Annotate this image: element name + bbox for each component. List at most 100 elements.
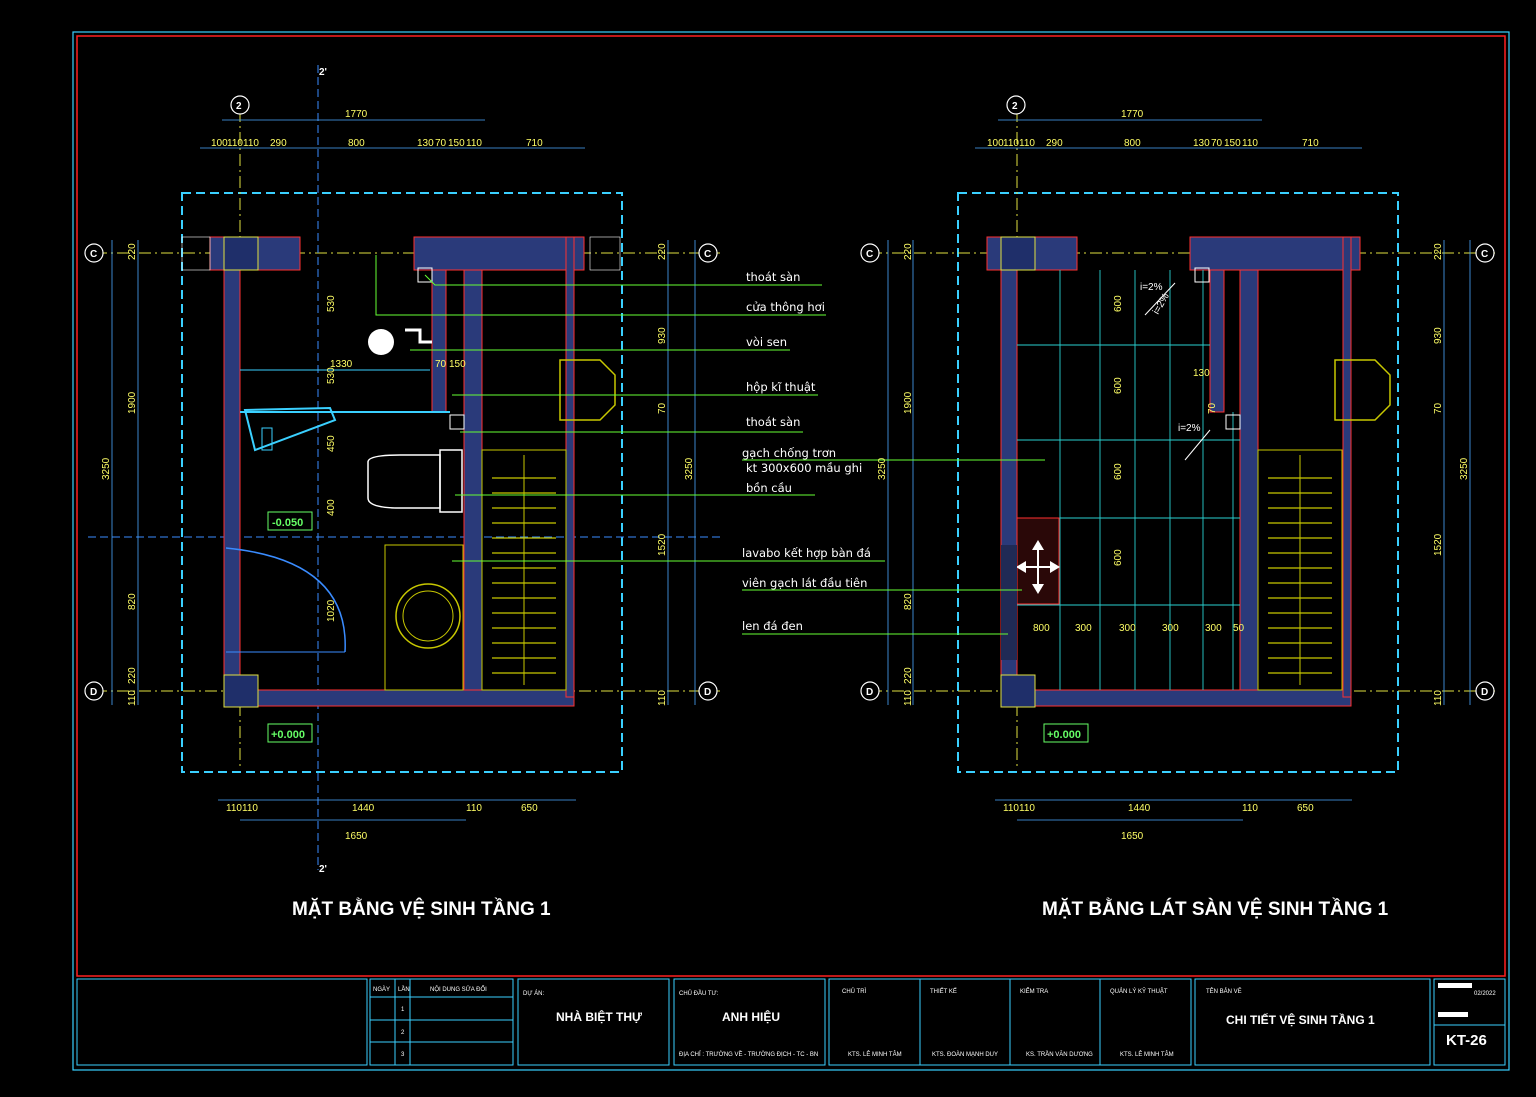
dim-top-left-2: 110 xyxy=(243,138,259,149)
dim-bottom-left-0: 110 xyxy=(226,803,242,814)
axis-2-left: 2 xyxy=(236,101,242,112)
floor-dim-h-2: 300 xyxy=(1119,623,1136,634)
tb-name-0: KTS. LÊ MINH TÂM xyxy=(848,1050,902,1058)
dim-bottom-right-0: 110 xyxy=(1003,803,1019,814)
axis-d-1: D xyxy=(90,687,97,698)
dim-inner-1: 1330 xyxy=(330,359,353,370)
dim-right-4: 1520 xyxy=(657,533,668,556)
axis-bubbles xyxy=(84,95,1495,701)
callout-floor-drain-1: thoát sàn xyxy=(746,270,800,284)
dim-top-left-3: 290 xyxy=(270,138,287,149)
dim-r-left-1: 1900 xyxy=(903,391,914,414)
dim-r-right-1: 930 xyxy=(1433,327,1444,344)
dim-top-left-4: 800 xyxy=(348,138,365,149)
tb-project-label: DỰ ÁN: xyxy=(523,990,544,997)
tb-rev-content-header: NỘI DUNG SỬA ĐỔI xyxy=(430,986,487,993)
dim-top-right-0: 100 xyxy=(987,138,1004,149)
dim-left-5: 110 xyxy=(127,690,138,706)
floor-dim-h-5: 50 xyxy=(1233,623,1245,634)
dim-r-right-0: 220 xyxy=(1433,243,1444,260)
dim-bottom-left-4: 650 xyxy=(521,803,538,814)
dim-bottom-left-total: 1650 xyxy=(345,831,368,842)
floor-dim-h-3: 300 xyxy=(1162,623,1179,634)
tb-date: 02/2022 xyxy=(1474,991,1496,997)
dim-top-left-6: 70 xyxy=(435,138,447,149)
dim-top-right-6: 70 xyxy=(1211,138,1223,149)
dim-inner-2: 530 xyxy=(326,367,337,384)
tb-owner-label: CHỦ ĐẦU TƯ: xyxy=(679,990,719,997)
tb-rev-date-header: NGÀY xyxy=(373,986,390,993)
tb-rev-row-1: 1 xyxy=(401,1007,405,1013)
dim-r-right-3: 3250 xyxy=(1459,457,1470,480)
dim-top-left-8: 110 xyxy=(466,138,482,149)
callout-anti-slip-tile: gạch chống trơn xyxy=(742,446,836,460)
dim-top-left-7: 150 xyxy=(448,138,465,149)
dim-left-1: 1900 xyxy=(127,391,138,414)
dim-top-total-right: 1770 xyxy=(1121,109,1144,120)
floor-dim-v-0: 600 xyxy=(1113,295,1124,312)
tb-sheet-title: CHI TIẾT VỆ SINH TẦNG 1 xyxy=(1226,1012,1375,1027)
tb-rev-row-3: 3 xyxy=(401,1052,405,1058)
dim-inner-small-0: 70 xyxy=(435,359,447,370)
dim-r-left-0: 220 xyxy=(903,243,914,260)
dim-bottom-right-3: 110 xyxy=(1242,803,1258,814)
section-mark-bottom: 2' xyxy=(319,864,327,875)
callout-floor-drain-2: thoát sàn xyxy=(746,415,800,429)
axis-d-3: D xyxy=(866,687,873,698)
tb-owner: ANH HIỆU xyxy=(722,1009,780,1024)
dim-right-2: 70 xyxy=(657,402,668,414)
slope-label-2: i=2% xyxy=(1178,423,1201,434)
callout-tile-size: kt 300x600 mầu ghi xyxy=(746,461,862,475)
dim-top-left-5: 130 xyxy=(417,138,434,149)
floor-dim-h-0: 800 xyxy=(1033,623,1050,634)
dim-r-right-5: 110 xyxy=(1433,690,1444,706)
section-mark-top: 2' xyxy=(319,67,327,78)
tb-rev-row-2: 2 xyxy=(401,1030,405,1036)
dim-r-left-4: 220 xyxy=(903,667,914,684)
axis-c-1: C xyxy=(90,249,97,260)
title-block-lines xyxy=(76,978,1506,1066)
dim-inner-0: 530 xyxy=(326,295,337,312)
level-minus: -0.050 xyxy=(272,517,303,529)
callout-shower: vòi sen xyxy=(746,335,787,349)
left-plan-title: MẶT BẰNG VỆ SINH TẦNG 1 xyxy=(292,898,551,920)
callout-first-tile: viên gạch lát đầu tiên xyxy=(742,576,867,590)
dim-top-total-left: 1770 xyxy=(345,109,368,120)
dim-bottom-left-3: 110 xyxy=(466,803,482,814)
axis-d-2: D xyxy=(704,687,711,698)
right-plan-title: MẶT BẰNG LÁT SÀN VỆ SINH TẦNG 1 xyxy=(1042,898,1389,920)
axis-c-3: C xyxy=(866,249,873,260)
callout-toilet: bồn cầu xyxy=(746,481,792,495)
tb-name-1: KTS. ĐOÀN MẠNH DUY xyxy=(932,1051,998,1058)
callout-lavabo: lavabo kết hợp bàn đá xyxy=(742,546,871,560)
dim-right-3: 3250 xyxy=(684,457,695,480)
floor-dim-h-4: 300 xyxy=(1205,623,1222,634)
dim-right-0: 220 xyxy=(657,243,668,260)
dim-r-left-3: 820 xyxy=(903,593,914,610)
dim-left-0: 220 xyxy=(127,243,138,260)
floor-dim-misc-1: 70 xyxy=(1207,402,1218,414)
dim-top-left-1: 110 xyxy=(227,138,243,149)
dim-inner-3: 450 xyxy=(326,435,337,452)
slope-label-0: i=2% xyxy=(1140,282,1163,293)
callout-vent-door: cửa thông hơi xyxy=(746,300,825,314)
dim-top-left-0: 100 xyxy=(211,138,228,149)
tb-sheet-no: KT-26 xyxy=(1446,1032,1487,1049)
floor-dim-v-3: 600 xyxy=(1113,549,1124,566)
dim-top-right-4: 800 xyxy=(1124,138,1141,149)
dim-bottom-right-2: 1440 xyxy=(1128,803,1151,814)
floor-dim-h-1: 300 xyxy=(1075,623,1092,634)
dim-left-4: 220 xyxy=(127,667,138,684)
dim-inner-4: 400 xyxy=(326,499,337,516)
dim-bottom-left-2: 1440 xyxy=(352,803,375,814)
dim-inner-5: 1020 xyxy=(326,599,337,622)
right-plan xyxy=(742,110,1495,821)
tb-role-2: KIỂM TRA xyxy=(1020,988,1048,995)
floor-dim-misc-0: 130 xyxy=(1193,368,1210,379)
dim-r-right-2: 70 xyxy=(1433,402,1444,414)
axis-2-right: 2 xyxy=(1012,101,1018,112)
tb-name-3: KTS. LÊ MINH TÂM xyxy=(1120,1050,1174,1058)
left-plan xyxy=(88,65,885,870)
callout-tech-box: hộp kĩ thuật xyxy=(746,380,816,394)
dim-right-5: 110 xyxy=(657,690,668,706)
